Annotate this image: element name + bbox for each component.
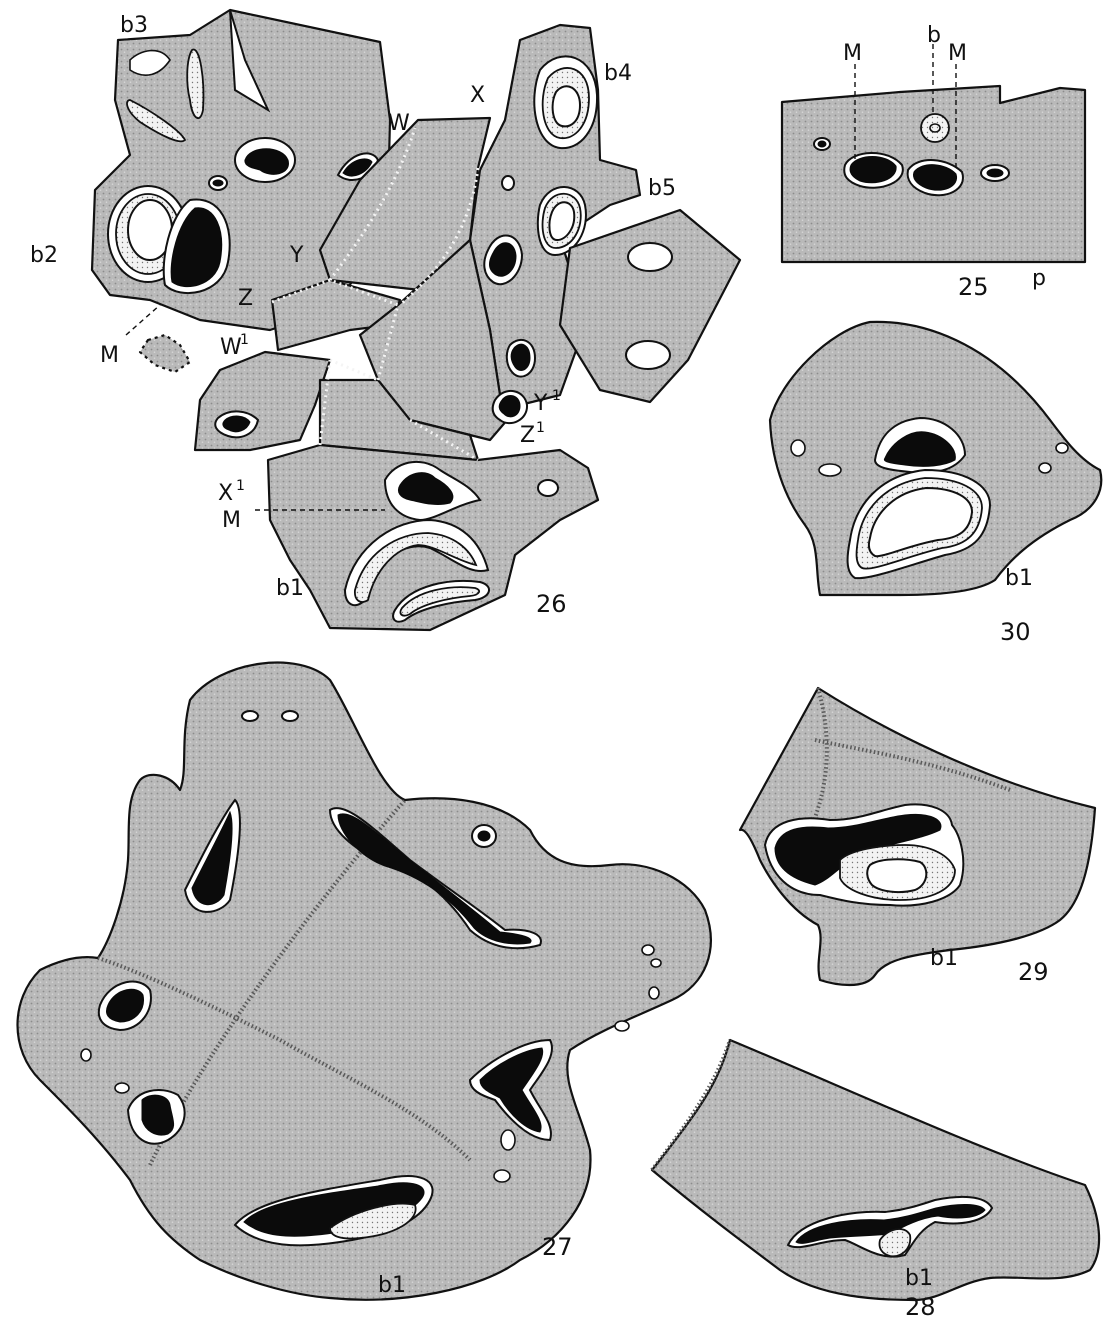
figure-25: M b M 25 p (782, 23, 1085, 301)
fig26-number: 26 (536, 590, 567, 618)
figure-30: b1 30 (770, 322, 1101, 646)
fig25-vessel-left (850, 157, 896, 183)
fig26-prime-W1: 1 (240, 332, 249, 348)
fig28-label-b1: b1 (905, 1266, 933, 1291)
fig26-label-b2: b2 (30, 243, 58, 268)
fig29-number: 29 (1018, 958, 1049, 986)
fig25-label-M-right: M (948, 41, 967, 66)
fig27-number: 27 (542, 1233, 573, 1261)
fig29-label-b1: b1 (930, 946, 958, 971)
figure-27: b1 27 (18, 663, 711, 1300)
fig26-label-b4: b4 (604, 61, 632, 86)
figure-26: b3 b4 b5 b2 X W Y Z M W 1 Y 1 Z 1 X 1 M … (30, 10, 740, 630)
fig26-label-Y1: Y (533, 391, 548, 416)
fig28-section (652, 1040, 1099, 1300)
fig25-label-p: p (1032, 266, 1046, 291)
figure-29: b1 29 (740, 688, 1095, 986)
fig25-label-b: b (927, 23, 941, 48)
fig26-label-M2: M (222, 508, 241, 533)
fig26-prime-Z1: 1 (536, 420, 545, 436)
fig26-label-X: X (470, 83, 485, 108)
fig26-label-Z: Z (238, 286, 253, 311)
fig26-label-b1: b1 (276, 576, 304, 601)
fig25-number: 25 (958, 273, 989, 301)
fig27-label-b1: b1 (378, 1273, 406, 1298)
fig26-prime-X1: 1 (236, 478, 245, 494)
fig26-prime-Y1: 1 (552, 388, 561, 404)
fig26-label-M: M (100, 343, 119, 368)
fig26-label-W: W (388, 111, 410, 136)
fig26-label-b5: b5 (648, 176, 676, 201)
fig26-label-W1: W (220, 335, 242, 360)
fig26-label-Z1: Z (520, 423, 535, 448)
fig26-label-Y: Y (289, 243, 304, 268)
fig25-label-M-left: M (843, 41, 862, 66)
fig26-label-b3: b3 (120, 13, 148, 38)
fig26-label-X1: X (218, 481, 233, 506)
fig30-label-b1: b1 (1005, 566, 1033, 591)
fig30-number: 30 (1000, 618, 1031, 646)
figure-28: b1 28 (652, 1040, 1099, 1321)
fig28-number: 28 (905, 1293, 936, 1321)
